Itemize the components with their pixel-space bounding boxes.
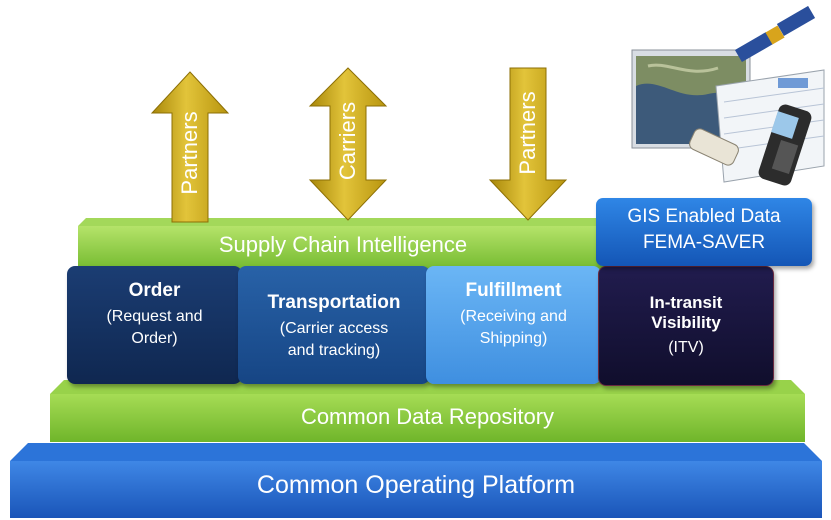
- transportation-title: Transportation: [267, 292, 401, 313]
- satellite-icon: [734, 6, 816, 63]
- itv-box: In-transit Visibility (ITV): [598, 266, 774, 386]
- gis-box: GIS Enabled Data FEMA-SAVER: [596, 198, 812, 266]
- itv-title-1: In-transit: [649, 293, 723, 312]
- itv-sub: (ITV): [668, 339, 704, 356]
- supply-chain-intelligence: Supply Chain Intelligence: [78, 218, 608, 270]
- repository-label: Common Data Repository: [300, 404, 555, 429]
- fulfillment-sub-2: Shipping): [479, 330, 548, 347]
- arrow-label-carriers: Carriers: [335, 101, 360, 181]
- arrows-layer: [150, 67, 568, 223]
- order-sub-2: Order): [131, 330, 178, 347]
- transportation-sub-2: and tracking): [287, 342, 381, 359]
- repository-slab-shape: [50, 380, 805, 442]
- platform-slab-shape: [10, 443, 822, 518]
- itv-title-2: Visibility: [651, 313, 721, 332]
- gis-line-2: FEMA-SAVER: [642, 232, 766, 253]
- order-title: Order: [128, 280, 181, 301]
- arrow-up-partners-left: [150, 71, 230, 223]
- fulfillment-sub-1: (Receiving and: [460, 308, 567, 325]
- common-data-repository: Common Data Repository: [50, 380, 805, 442]
- arrow-label-partners-right: Partners: [515, 91, 540, 175]
- order-sub-1: (Request and: [106, 308, 203, 325]
- handheld-scanner-icon: [758, 104, 812, 186]
- sci-label: Supply Chain Intelligence: [218, 232, 468, 257]
- fulfillment-box: Fulfillment (Receiving and Shipping): [426, 266, 601, 384]
- common-operating-platform: Common Operating Platform: [10, 443, 822, 518]
- fulfillment-title: Fulfillment: [465, 280, 562, 301]
- card-reader-icon: [689, 128, 739, 166]
- arrow-down-partners-right: [488, 67, 568, 221]
- arrow-double-carriers: [308, 67, 388, 221]
- arrow-label-partners-left: Partners: [177, 111, 202, 195]
- gis-devices-illustration: [631, 6, 825, 186]
- transportation-box: Transportation (Carrier access and track…: [238, 266, 430, 384]
- platform-label: Common Operating Platform: [256, 471, 576, 499]
- order-box: Order (Request and Order): [67, 266, 242, 384]
- transportation-sub-1: (Carrier access: [279, 320, 389, 337]
- sci-slab-shape: [78, 218, 608, 270]
- gis-line-1: GIS Enabled Data: [627, 206, 781, 227]
